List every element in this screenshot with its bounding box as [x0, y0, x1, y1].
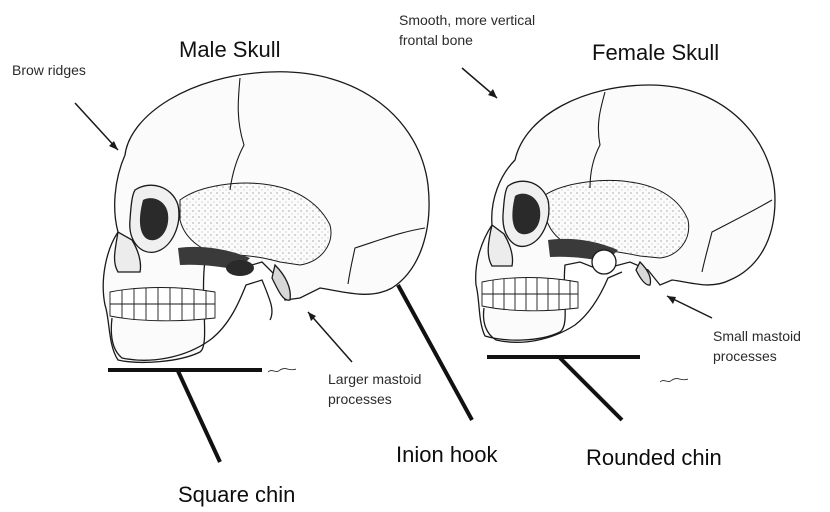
- inion-hook-line: [398, 285, 472, 420]
- male-skull-drawing: [103, 72, 429, 372]
- small-mastoid-label-line1: Small mastoid: [713, 327, 801, 346]
- frontal-bone-label-line1: Smooth, more vertical: [399, 11, 535, 30]
- square-chin-pointer: [178, 371, 220, 462]
- small-mastoid-label-line2: processes: [713, 347, 777, 366]
- square-chin-label: Square chin: [178, 482, 295, 508]
- male-skull-title: Male Skull: [179, 37, 280, 63]
- brow-ridges-label: Brow ridges: [12, 61, 86, 80]
- inion-hook-label: Inion hook: [396, 442, 498, 468]
- larger-mastoid-arrow: [308, 312, 352, 362]
- frontal-bone-label-line2: frontal bone: [399, 31, 473, 50]
- larger-mastoid-label-line2: processes: [328, 390, 392, 409]
- male-teeth: [110, 288, 215, 321]
- larger-mastoid-label-line1: Larger mastoid: [328, 370, 421, 389]
- rounded-chin-pointer: [560, 358, 622, 420]
- brow-ridges-arrow: [75, 103, 118, 150]
- female-teeth: [482, 278, 578, 311]
- rounded-chin-label: Rounded chin: [586, 445, 722, 471]
- female-skull-title: Female Skull: [592, 40, 719, 66]
